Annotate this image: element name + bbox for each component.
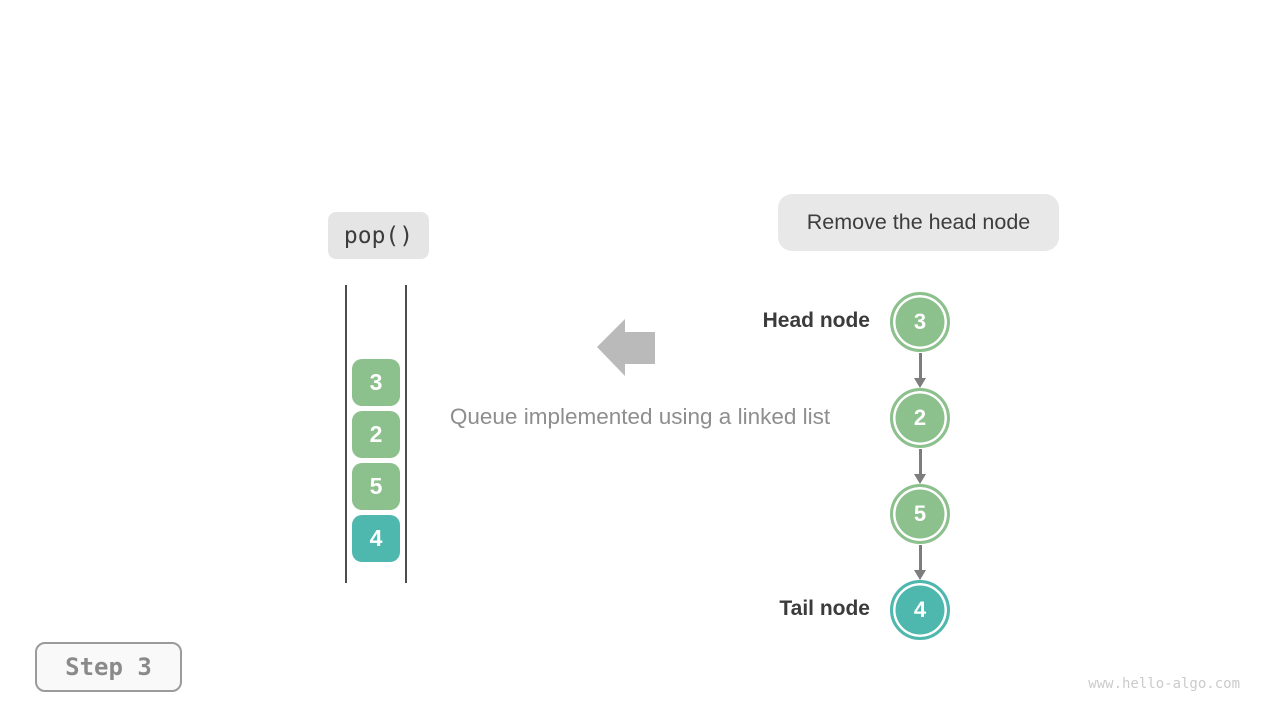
linked-list-node: 5 [890,484,950,544]
head-node-label: Head node [762,309,870,332]
queue-cell: 3 [352,359,400,406]
operation-label: pop() [328,212,429,259]
linked-list-node: 4 [890,580,950,640]
queue-cell: 4 [352,515,400,562]
queue-rail-left [345,285,347,583]
annotation-label: Remove the head node [778,194,1059,251]
linked-list-node: 2 [890,388,950,448]
down-arrow-icon [913,545,926,580]
watermark: www.hello-algo.com [1088,676,1240,692]
step-badge: Step 3 [35,642,182,692]
tail-node-label: Tail node [779,597,870,620]
queue-cell: 2 [352,411,400,458]
left-block-arrow-icon [597,319,655,376]
caption: Queue implemented using a linked list [449,404,831,429]
left-block-arrow-shaft [625,332,655,364]
left-block-arrow-head [597,319,625,376]
down-arrow-icon [913,449,926,484]
queue-cell: 5 [352,463,400,510]
linked-list-node: 3 [890,292,950,352]
down-arrow-icon [913,353,926,388]
queue-rail-right [405,285,407,583]
